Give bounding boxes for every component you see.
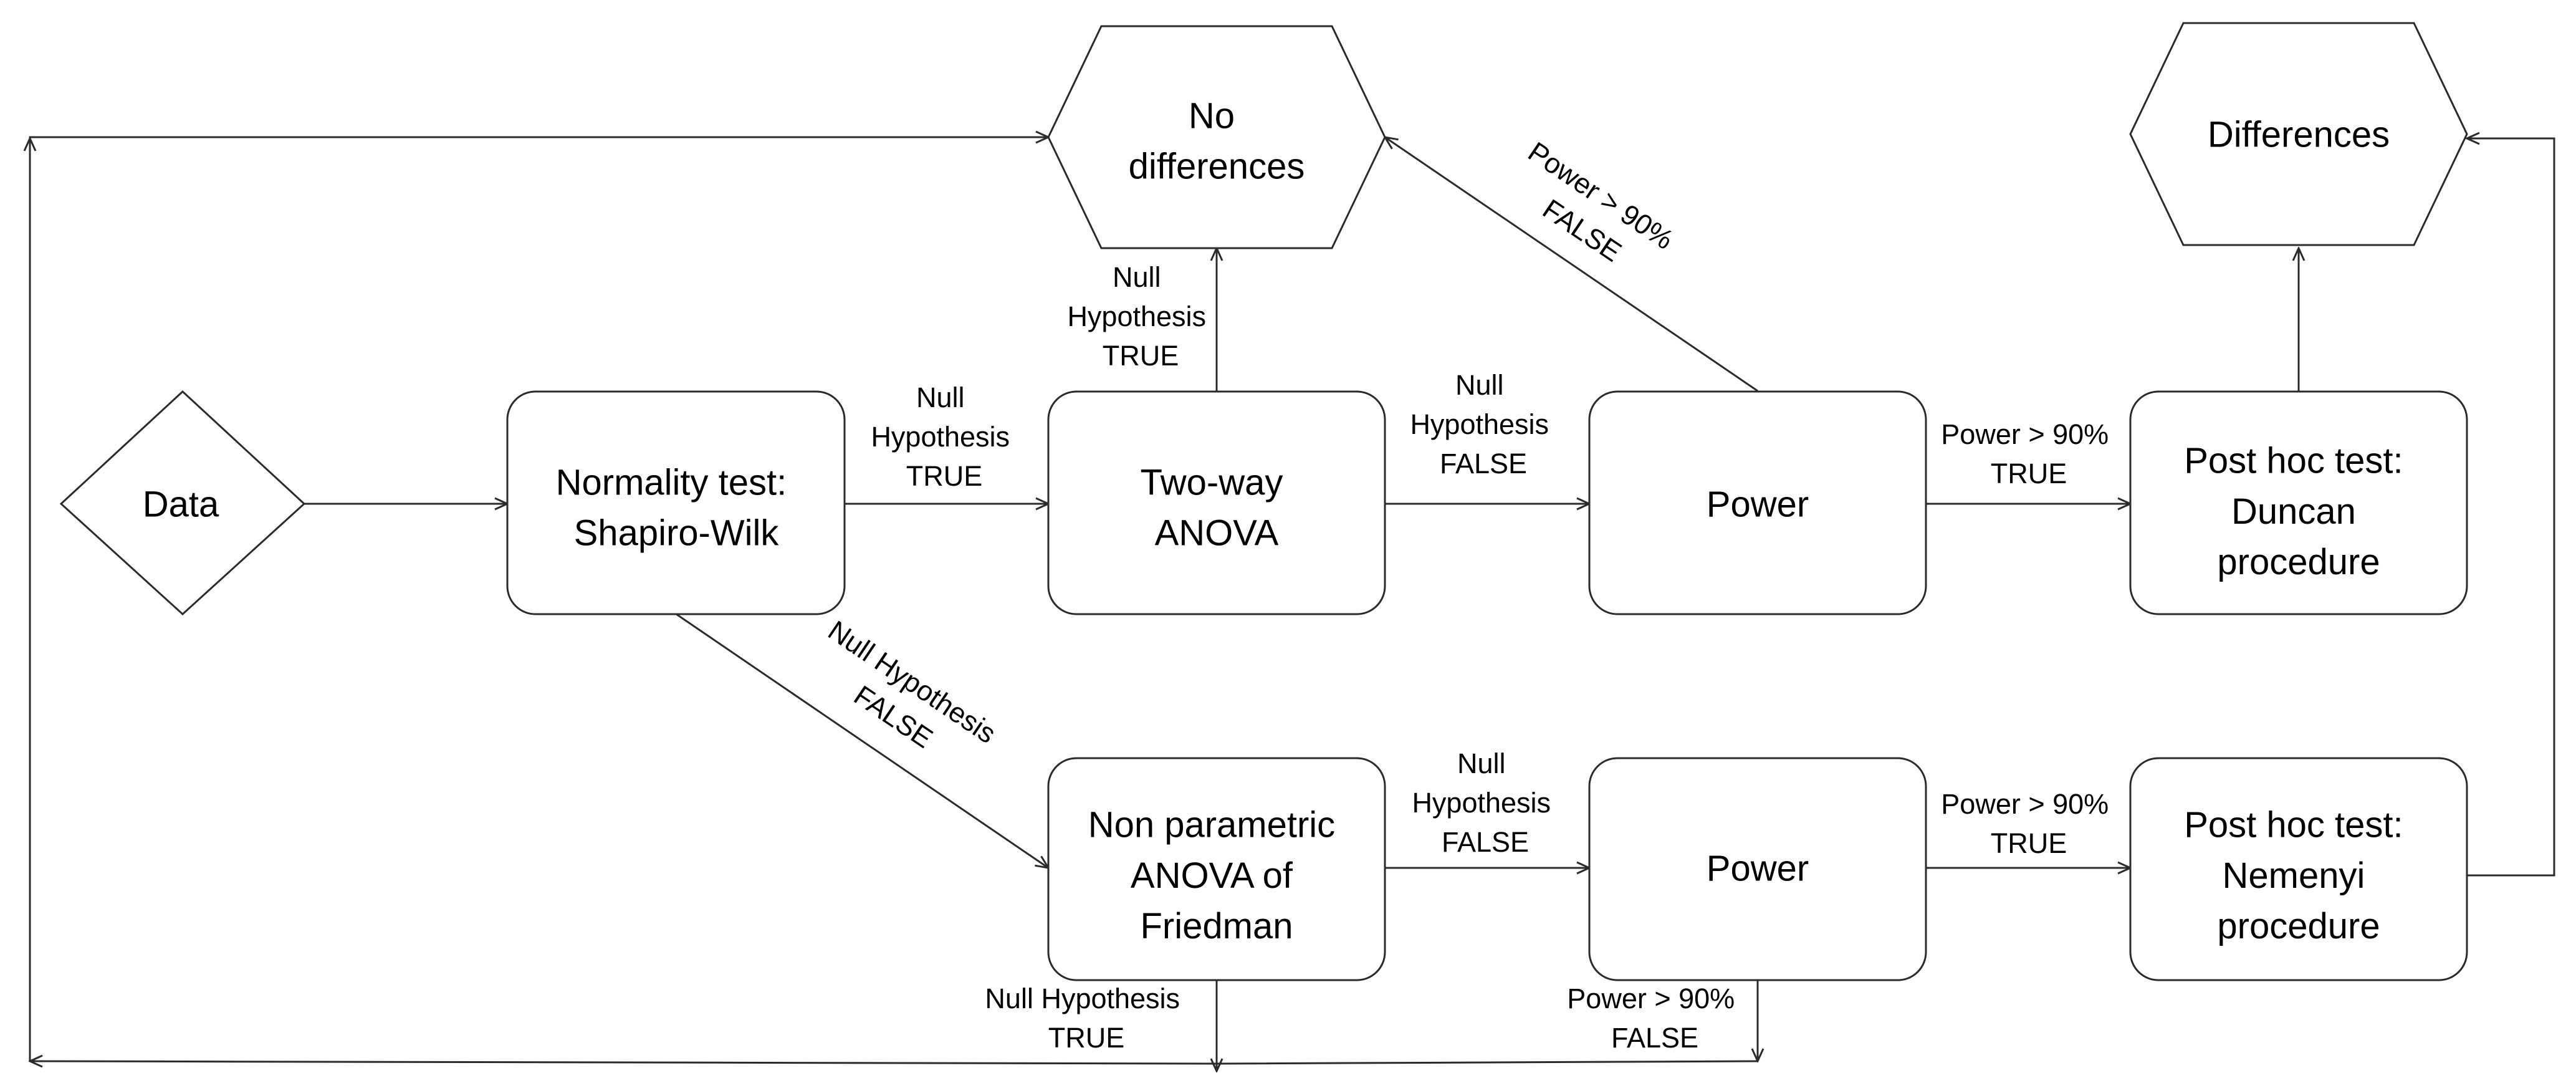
svg-text:Differences: Differences — [2208, 114, 2390, 155]
svg-text:Normality test: Shapiro-: Normality test: Shapiro-Wilk — [556, 463, 797, 554]
edge-power-to-nodiff — [1385, 137, 1758, 392]
label-twoway-to-power: Null Hypothesis FALSE — [1410, 369, 1556, 479]
label-power-to-nemenyi: Power > 90% TRUE — [1941, 788, 2116, 859]
node-no-differences: No differences — [1047, 25, 1386, 249]
label-power-bottom-false: Power > 90% FALSE — [1567, 983, 1742, 1054]
node-duncan-procedure: Post hoc test: Duncan procedure — [2129, 390, 2468, 615]
svg-text:Two-way ANOVA: Two-way ANOVA — [1141, 463, 1293, 554]
label-normality-to-twoway: Null Hypothesis TRUE — [871, 382, 1017, 492]
node-data: Data — [59, 390, 306, 616]
svg-text:Non parametric ANOVA of: Non parametric ANOVA of Friedman — [1088, 805, 1346, 946]
node-differences: Differences — [2129, 22, 2468, 246]
node-power-top: Power — [1588, 390, 1927, 615]
edge-nemenyi-to-differences — [2467, 138, 2555, 877]
node-power-bottom: Power — [1588, 757, 1927, 981]
label-friedman-null-true: Null Hypothesis TRUE — [985, 983, 1187, 1054]
label-twoway-to-nodiff: Null Hypothesis TRUE — [1067, 261, 1214, 372]
label-friedman-to-power: Null Hypothesis FALSE — [1412, 748, 1558, 858]
svg-text:Power: Power — [1707, 848, 1809, 888]
node-nemenyi-procedure: Post hoc test: Nemenyi procedure — [2129, 757, 2468, 981]
edge-normality-to-friedman — [676, 613, 1048, 868]
svg-text:Post hoc test: Nemenyi: Post hoc test: Nemenyi procedure — [2184, 805, 2413, 946]
svg-text:Data: Data — [143, 484, 219, 524]
node-normality-test: Normality test: Shapiro-Wilk — [506, 390, 846, 615]
node-two-way-anova: Two-way ANOVA — [1047, 390, 1386, 615]
edge-bottom-return-left — [30, 1061, 1758, 1064]
svg-text:Post hoc test: Duncan: Post hoc test: Duncan procedure — [2184, 441, 2413, 582]
svg-text:No differences: No differences — [1129, 96, 1305, 187]
svg-text:Power: Power — [1707, 484, 1809, 524]
label-power-to-duncan: Power > 90% TRUE — [1941, 418, 2116, 489]
label-power-to-nodiff: Power > 90% FALSE — [1501, 135, 1686, 292]
node-friedman-anova: Non parametric ANOVA of Friedman — [1047, 757, 1386, 981]
label-normality-to-friedman: Null Hypothesis FALSE — [800, 614, 1008, 786]
